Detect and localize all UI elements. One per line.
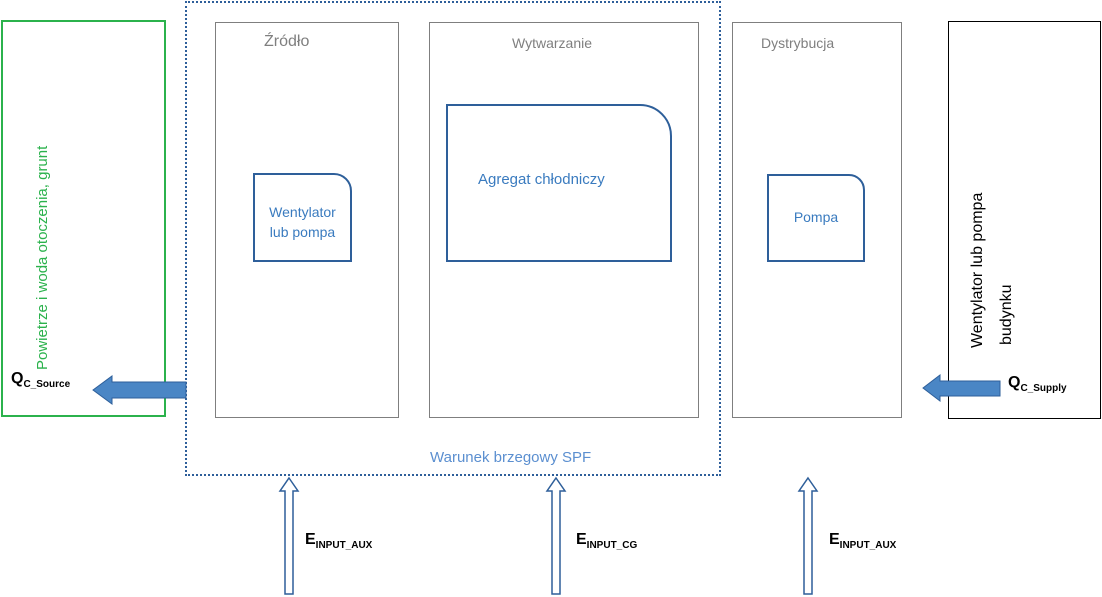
generation-component-box xyxy=(446,104,672,262)
e-source-arrow xyxy=(278,476,300,595)
spf-boundary xyxy=(185,1,721,476)
e-generation-arrow xyxy=(545,476,567,595)
e-source-symbol: EINPUT_AUX xyxy=(305,531,372,551)
distribution-component-label: Pompa xyxy=(793,209,839,225)
section-source-title: Źródło xyxy=(264,33,310,50)
section-source xyxy=(215,22,399,418)
environment-source-box xyxy=(1,20,166,417)
q-source-sub: C_Source xyxy=(23,379,71,390)
e-source-main: E xyxy=(305,531,316,548)
section-generation-title: Wytwarzanie xyxy=(512,35,593,51)
e-source-sub: INPUT_AUX xyxy=(315,540,373,551)
source-component-label-line2: lub pompa xyxy=(269,224,336,240)
e-distribution-main: E xyxy=(829,531,840,548)
section-generation xyxy=(429,22,699,418)
e-generation-sub: INPUT_CG xyxy=(586,540,638,551)
generation-component-label: Agregat chłodniczy xyxy=(478,171,605,188)
e-distribution-symbol: EINPUT_AUX xyxy=(829,531,896,551)
e-generation-symbol: EINPUT_CG xyxy=(576,531,637,551)
environment-supply-box xyxy=(948,21,1101,419)
q-supply-arrow xyxy=(922,373,1001,403)
q-source-symbol: QC_Source xyxy=(11,370,70,390)
q-supply-main: Q xyxy=(1008,374,1021,391)
source-component-label-line1: Wentylator xyxy=(269,204,336,220)
distribution-component-box xyxy=(767,174,865,262)
source-component-box xyxy=(253,173,352,262)
e-distribution-arrow xyxy=(797,476,819,595)
q-supply-sub: C_Supply xyxy=(1020,383,1067,394)
e-generation-main: E xyxy=(576,531,587,548)
e-distribution-sub: INPUT_AUX xyxy=(839,540,897,551)
q-source-arrow xyxy=(92,375,187,405)
q-supply-symbol: QC_Supply xyxy=(1008,374,1067,394)
section-distribution xyxy=(732,22,902,418)
section-distribution-title: Dystrybucja xyxy=(761,35,835,51)
spf-boundary-label: Warunek brzegowy SPF xyxy=(430,449,592,466)
q-source-main: Q xyxy=(11,370,24,387)
